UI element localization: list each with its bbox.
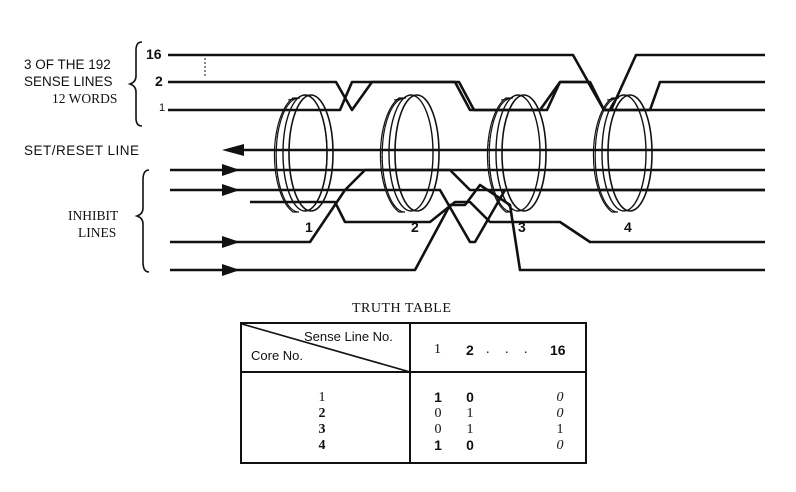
row-4-col-1: 1 — [434, 437, 442, 453]
cores — [273, 94, 653, 213]
inhibit-label-line1: INHIBIT — [68, 208, 119, 223]
core-backs — [282, 94, 647, 212]
row-2-col-16: 0 — [556, 406, 564, 421]
column-header-16: 16 — [550, 342, 566, 358]
truth-table-title: TRUTH TABLE — [352, 301, 452, 316]
row-2-core: 2 — [318, 406, 326, 421]
row-1-col-16: 0 — [556, 390, 564, 405]
core-3 — [486, 94, 547, 213]
sense-label-line2: SENSE LINES — [24, 74, 113, 89]
inhibit-lines — [170, 168, 765, 272]
row-1-col-1: 1 — [434, 389, 442, 405]
row-1-col-2: 0 — [466, 389, 474, 405]
sense-label-line1: 3 OF THE 192 — [24, 57, 111, 72]
core-header: Core No. — [251, 348, 304, 363]
row-1-core: 1 — [318, 390, 326, 405]
table-divider-horizontal — [242, 371, 585, 373]
sense-lines — [168, 53, 765, 112]
row-4-col-16: 0 — [556, 438, 564, 453]
inhibit-brace — [134, 169, 150, 273]
row-2-col-1: 0 — [434, 406, 442, 421]
sense-line-number-16: 16 — [146, 46, 162, 62]
sense-line-number-1: 1 — [159, 102, 166, 114]
sense-brace — [127, 41, 143, 127]
core-number-2: 2 — [411, 219, 419, 235]
inhibit-arrows — [222, 164, 240, 276]
set-reset-label: SET/RESET LINE — [24, 143, 140, 158]
column-header-2: 2 — [466, 342, 474, 358]
row-4-core: 4 — [318, 438, 326, 453]
row-3-core: 3 — [318, 422, 326, 437]
row-4-col-2: 0 — [466, 437, 474, 453]
core-memory-diagram — [127, 41, 765, 276]
core-number-4: 4 — [624, 219, 632, 235]
row-3-col-2: 1 — [466, 422, 474, 437]
sense-line-1 — [168, 80, 765, 112]
row-3-col-1: 0 — [434, 422, 442, 437]
table-divider-vertical — [409, 324, 411, 462]
core-2 — [379, 94, 440, 213]
sense-label-line3: 12 WORDS — [52, 91, 118, 106]
core-1 — [273, 94, 334, 213]
core-number-1: 1 — [305, 219, 313, 235]
core-number-3: 3 — [518, 219, 526, 235]
sense-line-number-2: 2 — [155, 73, 163, 89]
row-3-col-16: 1 — [556, 422, 564, 437]
inhibit-label-line2: LINES — [78, 225, 117, 240]
core-4 — [592, 94, 653, 213]
row-2-col-2: 1 — [466, 406, 474, 421]
truth-table: Sense Line No. Core No. 1 2 . . . 16 1 1… — [240, 322, 587, 464]
column-header-1: 1 — [434, 342, 441, 357]
sense-line-header: Sense Line No. — [304, 329, 393, 344]
column-header-ellipsis: . . . — [486, 342, 534, 357]
header-diagonal — [242, 324, 410, 372]
